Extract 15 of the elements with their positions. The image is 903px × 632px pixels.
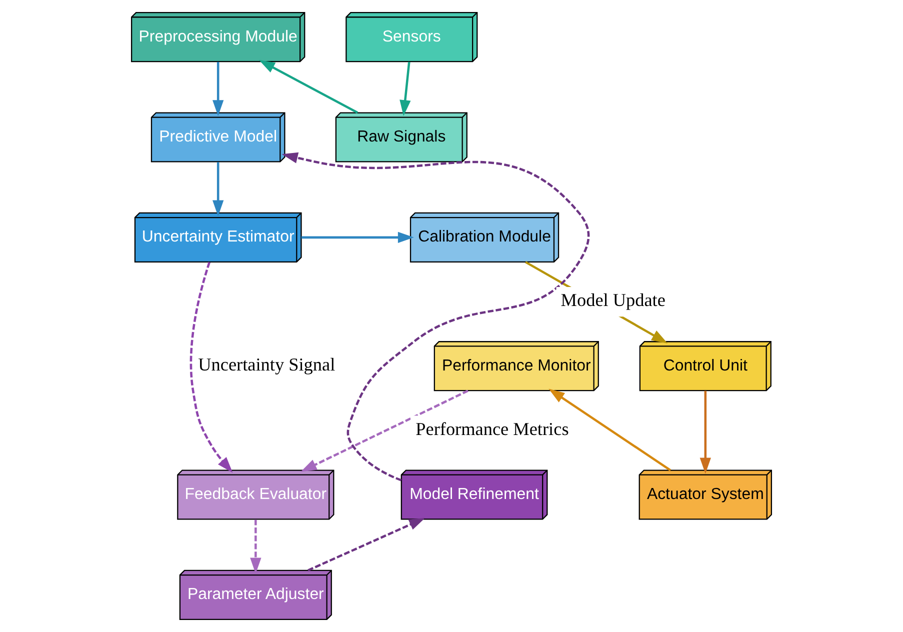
arrow [700, 390, 711, 474]
arrow [400, 62, 411, 116]
arrow [190, 262, 233, 473]
arrow [282, 152, 590, 482]
arrow [308, 518, 426, 572]
edge-label: Performance Metrics [416, 418, 569, 439]
edge-label: Uncertainty Signal [198, 354, 336, 374]
edge-label: Model Update [560, 290, 666, 310]
arrow [300, 390, 468, 472]
arrow [548, 388, 672, 472]
arrow [212, 62, 224, 116]
arrow [212, 162, 224, 216]
arrow [250, 520, 262, 574]
arrow [258, 60, 358, 114]
arrow [301, 232, 414, 244]
